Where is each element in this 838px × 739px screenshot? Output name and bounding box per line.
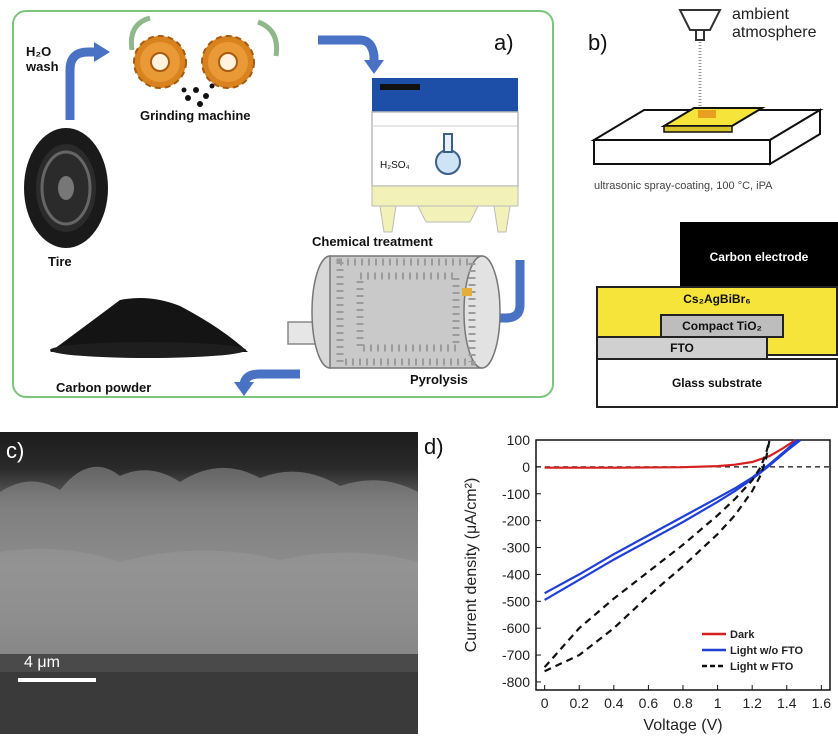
- y-tick-label: -500: [502, 593, 530, 609]
- panel-d-letter: d): [424, 434, 444, 459]
- spray-nozzle-icon: [678, 9, 722, 106]
- gear-icon: [133, 35, 187, 89]
- panel-a-process-diagram: [12, 10, 554, 398]
- x-tick-label: 1: [714, 695, 722, 711]
- sem-image: c) 4 μm: [0, 432, 418, 734]
- x-tick-label: 0.2: [570, 695, 590, 711]
- layer-compact-tio2: Compact TiO₂: [660, 314, 784, 338]
- arrow-head: [94, 42, 110, 62]
- panel-c-letter: c): [6, 438, 25, 463]
- scale-bar: [18, 678, 96, 682]
- series-line: [543, 439, 771, 668]
- fume-hood-icon: [371, 78, 519, 233]
- panel-a-letter: a): [494, 30, 514, 55]
- x-tick-label: 1.6: [812, 695, 832, 711]
- y-tick-label: 0: [522, 459, 530, 475]
- panel-b-letter: b): [588, 30, 608, 55]
- legend-label: Light w/o FTO: [730, 645, 804, 657]
- water-wash-label: H₂O wash: [26, 44, 59, 74]
- substrate-icon: [660, 107, 766, 133]
- x-tick-label: 0.6: [639, 695, 659, 711]
- legend-label: Dark: [730, 629, 755, 641]
- x-tick-label: 0.4: [604, 695, 624, 711]
- x-tick-label: 0.8: [673, 695, 693, 711]
- legend-label: Light w FTO: [730, 661, 794, 673]
- series-line: [544, 439, 771, 673]
- carbon-powder-pile-icon: [50, 298, 248, 358]
- iv-chart: 0 0.2 0.4 0.6 0.8 1 1.2 1.4 1.6 100 0 -100 -200 -300 -…: [463, 432, 832, 734]
- spray-coating-caption: ultrasonic spray-coating, 100 °C, iPA: [594, 180, 773, 192]
- gear-icon: [201, 35, 255, 89]
- sem-texture: [0, 466, 418, 734]
- powder-particles-icon: [181, 83, 215, 107]
- series-line: [544, 439, 798, 595]
- rotation-arrow-icon: [128, 15, 151, 51]
- scale-bar-label: 4 μm: [24, 654, 60, 671]
- layer-fto: FTO: [596, 336, 768, 360]
- y-tick-label: -700: [502, 647, 530, 663]
- tire-icon: [24, 128, 108, 248]
- h2so4-label: H₂SO₄: [380, 160, 410, 171]
- carbon-powder-label: Carbon powder: [56, 380, 152, 395]
- x-tick-label: 1.2: [742, 695, 762, 711]
- iv-chart-panel: d) 0 0.2 0.4 0.6 0.8 1 1.2 1.4 1.6 100 0 -100 -200 -3…: [418, 428, 838, 734]
- pyrolysis-drum-icon: [287, 255, 501, 369]
- layer-glass-substrate: Glass substrate: [596, 358, 838, 408]
- y-tick-label: -100: [502, 486, 530, 502]
- y-tick-label: -300: [502, 540, 530, 556]
- rotation-arrow-icon: [257, 19, 280, 57]
- pyrolysis-label: Pyrolysis: [410, 372, 468, 387]
- arrow-wash-to-grinding: [65, 47, 96, 120]
- y-axis-label: Current density (μA/cm²): [463, 478, 480, 653]
- ambient-label: ambient: [732, 6, 789, 23]
- y-tick-label: -200: [502, 513, 530, 529]
- arrow-grinding-to-chemical: [318, 35, 379, 62]
- arrow-chemical-to-pyrolysis: [498, 260, 525, 323]
- panel-a-graphics: [24, 15, 525, 396]
- x-tick-label: 1.4: [777, 695, 797, 711]
- y-tick-label: -400: [502, 566, 530, 582]
- arrow-head: [364, 60, 384, 74]
- chemical-treatment-label: Chemical treatment: [312, 234, 433, 249]
- y-tick-label: 100: [507, 432, 531, 448]
- tire-label: Tire: [48, 254, 72, 269]
- spray-coating-setup: [590, 9, 824, 166]
- arrow-head: [234, 382, 254, 396]
- series-line: [544, 439, 797, 469]
- layer-carbon-electrode: Carbon electrode: [680, 222, 838, 288]
- grinding-machine-label: Grinding machine: [140, 108, 251, 123]
- y-tick-label: -600: [502, 620, 530, 636]
- y-tick-label: -800: [502, 674, 530, 690]
- x-axis-label: Voltage (V): [643, 717, 722, 734]
- x-tick-label: 0: [541, 695, 549, 711]
- atmosphere-label: atmosphere: [732, 24, 817, 41]
